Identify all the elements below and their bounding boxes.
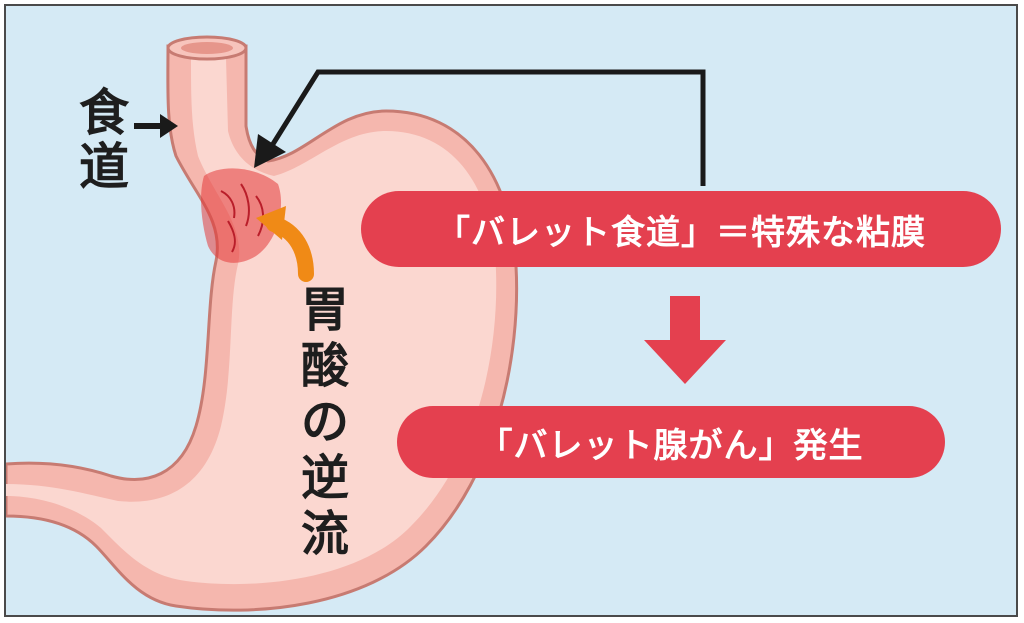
black-arrow-right-icon bbox=[134, 114, 178, 138]
esophagus-char: 道 bbox=[79, 138, 129, 196]
esophagus-char: 食 bbox=[79, 84, 129, 142]
red-down-arrow-icon bbox=[644, 296, 726, 384]
acid-reflux-char: 酸 bbox=[300, 338, 349, 394]
orange-curved-arrow-icon bbox=[256, 206, 314, 282]
acid-reflux-char: の bbox=[300, 394, 349, 450]
barrett-cancer-callout: 「バレット腺がん」発生 bbox=[397, 406, 945, 478]
barrett-mucosa-area bbox=[201, 168, 282, 263]
diagram-frame: 食 道 胃 酸 の 逆 流 「バレット食道」＝特殊な粘膜 「バレット腺がん」発生 bbox=[4, 4, 1018, 617]
acid-reflux-label: 胃 酸 の 逆 流 bbox=[297, 286, 353, 566]
acid-reflux-char: 流 bbox=[300, 506, 349, 562]
stomach-illustration bbox=[6, 35, 726, 612]
barrett-esophagus-callout: 「バレット食道」＝特殊な粘膜 bbox=[361, 191, 1001, 267]
stomach bbox=[6, 35, 519, 612]
acid-reflux-char: 胃 bbox=[300, 282, 349, 338]
esophagus-label: 食 道 bbox=[76, 88, 132, 196]
black-elbow-arrow-icon bbox=[254, 69, 706, 186]
acid-reflux-char: 逆 bbox=[300, 450, 349, 506]
